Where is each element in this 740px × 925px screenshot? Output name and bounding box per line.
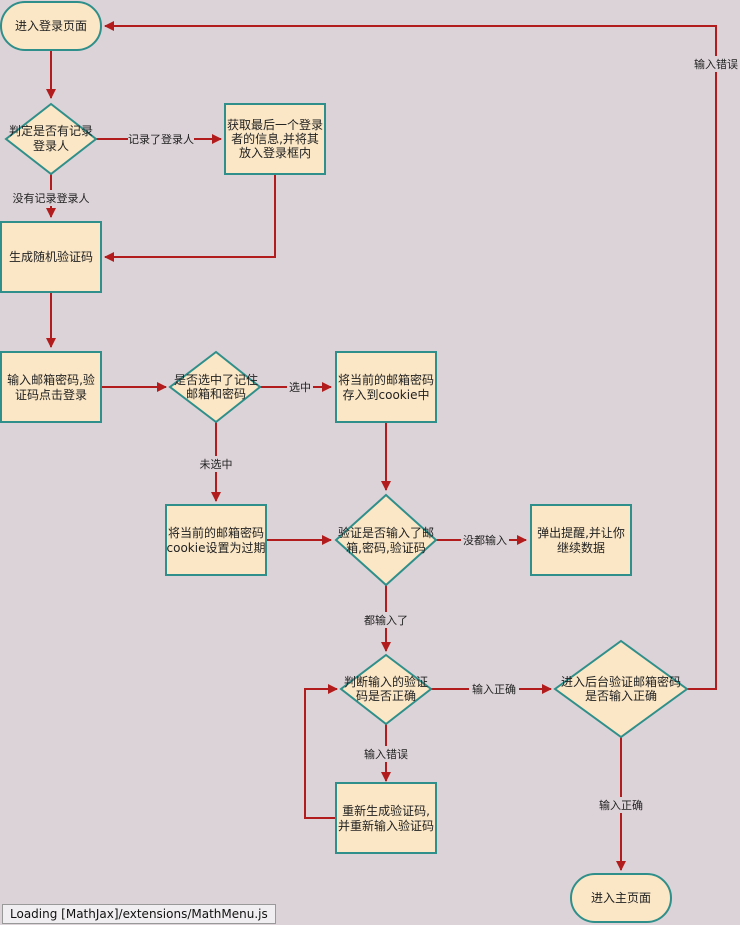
- node-get-last-user-line3: 放入登录框内: [239, 145, 311, 160]
- label-captcha-wrong: 输入错误: [364, 747, 408, 761]
- node-main-page: 进入主页面: [570, 873, 672, 923]
- node-expire-cookie-line2: cookie设置为过期: [167, 541, 266, 555]
- node-check-record: 判定是否有记录 登录人: [4, 102, 98, 176]
- edge-regen-to-checkcaptcha: [304, 684, 338, 819]
- node-validate-all-line2: 箱,密码,验证码: [346, 540, 426, 555]
- node-regen-captcha: 重新生成验证码, 并重新输入验证码: [335, 782, 437, 854]
- node-remember: 是否选中了记住 邮箱和密码: [168, 350, 262, 424]
- label-none-input: 没都输入: [463, 533, 507, 547]
- node-backend-verify-line2: 是否输入正确: [585, 688, 657, 703]
- node-save-cookie-line1: 将当前的邮箱密码: [338, 372, 434, 387]
- node-gen-captcha: 生成随机验证码: [0, 221, 102, 293]
- node-popup-line1: 弹出提醒,并让你: [537, 525, 625, 540]
- node-start: 进入登录页面: [0, 1, 102, 51]
- node-get-last-user: 获取最后一个登录 者的信息,并将其 放入登录框内: [224, 103, 326, 175]
- node-validate-all-line1: 验证是否输入了邮: [338, 525, 434, 540]
- node-check-record-line1: 判定是否有记录: [9, 123, 93, 138]
- label-backend-correct: 输入正确: [599, 798, 643, 812]
- node-regen-captcha-line2: 并重新输入验证码: [338, 818, 434, 833]
- label-not-selected: 未选中: [200, 458, 233, 471]
- node-check-captcha: 判断输入的验证 码是否正确: [339, 653, 433, 726]
- node-remember-line1: 是否选中了记住: [174, 372, 258, 387]
- node-main-page-text: 进入主页面: [591, 891, 651, 905]
- label-captcha-correct: 输入正确: [472, 682, 516, 696]
- node-check-captcha-line1: 判断输入的验证: [344, 674, 428, 689]
- node-regen-captcha-line1: 重新生成验证码,: [342, 803, 430, 818]
- node-backend-verify-line1: 进入后台验证邮箱密码: [561, 674, 681, 689]
- node-remember-line2: 邮箱和密码: [186, 386, 246, 401]
- node-validate-all: 验证是否输入了邮 箱,密码,验证码: [334, 493, 438, 587]
- node-start-text: 进入登录页面: [15, 18, 87, 33]
- node-get-last-user-line2: 者的信息,并将其: [231, 131, 319, 146]
- node-save-cookie-line2: 存入到cookie中: [343, 387, 430, 402]
- label-selected: 选中: [289, 381, 311, 394]
- node-expire-cookie: 将当前的邮箱密码 cookie设置为过期: [165, 504, 267, 576]
- node-backend-verify: 进入后台验证邮箱密码 是否输入正确: [553, 639, 689, 739]
- node-check-captcha-line2: 码是否正确: [356, 689, 416, 703]
- label-no-record: 没有记录登录人: [13, 191, 90, 205]
- node-popup-line2: 继续数据: [557, 540, 605, 555]
- label-backend-wrong: 输入错误: [694, 57, 738, 71]
- node-input-login-line2: 证码点击登录: [15, 387, 87, 402]
- node-gen-captcha-text: 生成随机验证码: [9, 249, 93, 264]
- edge-backend-to-start: [104, 21, 717, 690]
- edge-getlast-to-gen: [104, 174, 276, 262]
- label-has-record: 记录了登录人: [128, 132, 194, 146]
- mathjax-loading-status: Loading [MathJax]/extensions/MathMenu.js: [2, 904, 276, 924]
- label-all-input: 都输入了: [364, 613, 408, 627]
- node-input-login-line1: 输入邮箱密码,验: [7, 372, 95, 387]
- node-popup: 弹出提醒,并让你 继续数据: [530, 504, 632, 576]
- node-get-last-user-line1: 获取最后一个登录: [227, 117, 323, 132]
- node-save-cookie: 将当前的邮箱密码 存入到cookie中: [335, 351, 437, 423]
- node-check-record-line2: 登录人: [33, 138, 69, 153]
- node-input-login: 输入邮箱密码,验 证码点击登录: [0, 351, 102, 423]
- node-expire-cookie-line1: 将当前的邮箱密码: [168, 525, 264, 540]
